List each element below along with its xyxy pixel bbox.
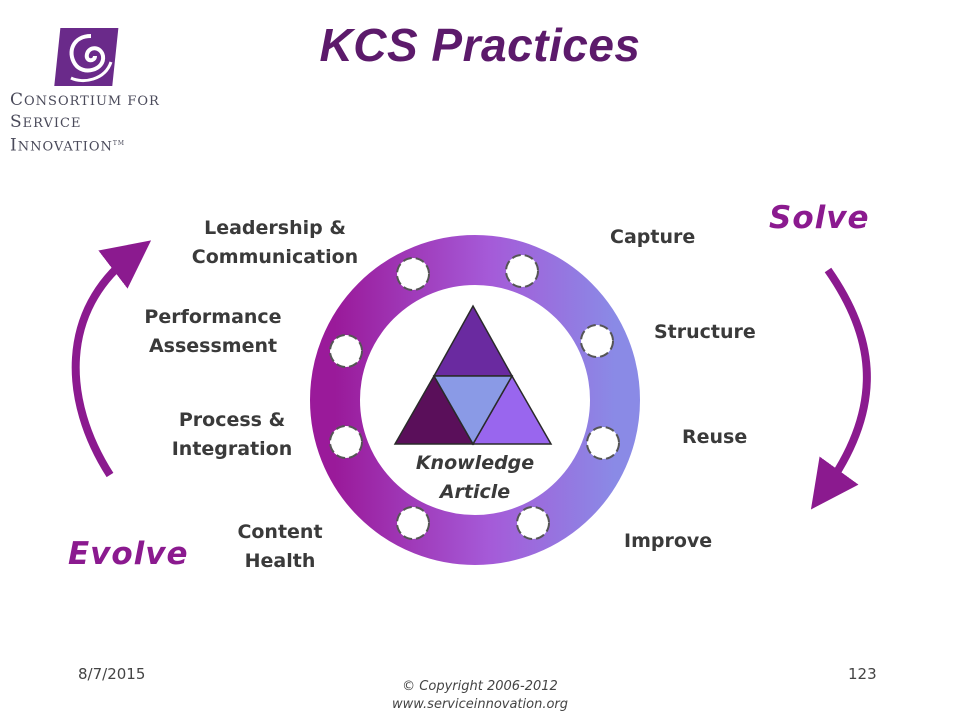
practice-structure: Structure — [654, 321, 756, 343]
footer-date: 8/7/2015 — [78, 665, 146, 683]
cycle-ring — [310, 235, 640, 565]
solve-arrow-icon — [810, 267, 871, 510]
practice-content-health: Content Health — [237, 521, 323, 572]
solve-label: Solve — [769, 200, 870, 236]
logo-line-1: CONSORTIUM FOR — [10, 90, 160, 110]
footer-copyright: © Copyright 2006-2012 www.serviceinnovat… — [391, 679, 569, 712]
practice-process: Process & Integration — [171, 409, 293, 460]
knowledge-article-label: Knowledge Article — [415, 452, 535, 503]
evolve-label: Evolve — [68, 536, 189, 572]
practice-improve: Improve — [624, 530, 713, 552]
practice-performance: Performance Assessment — [144, 306, 282, 357]
practice-reuse: Reuse — [682, 426, 748, 448]
triangle-icon — [393, 304, 553, 446]
footer-page-number: 123 — [848, 665, 877, 683]
logo-line-2: SERVICE INNOVATIONTM — [10, 112, 126, 156]
practice-capture: Capture — [610, 226, 696, 248]
evolve-arrow-icon — [71, 240, 152, 478]
logo: CONSORTIUM FOR SERVICE INNOVATIONTM — [10, 20, 180, 155]
practice-leadership: Leadership & Communication — [191, 217, 359, 268]
cycle-node-icon — [329, 254, 620, 540]
kcs-logo-icon — [54, 28, 119, 86]
page-title: KCS Practices — [319, 19, 641, 71]
